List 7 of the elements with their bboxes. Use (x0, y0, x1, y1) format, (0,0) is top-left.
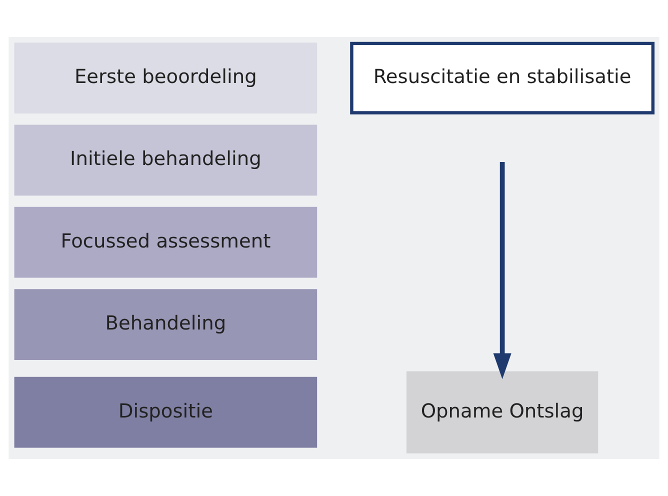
arrow (493, 162, 512, 380)
node-box: Resuscitatie en stabilisatie (350, 42, 655, 114)
node-box: Initiele behandeling (14, 124, 318, 196)
node-box: Behandeling (14, 289, 318, 360)
node-box: Dispositie (14, 376, 318, 448)
node-box: Opname Ontslag (406, 371, 598, 454)
node-box: Focussed assessment (14, 206, 318, 278)
